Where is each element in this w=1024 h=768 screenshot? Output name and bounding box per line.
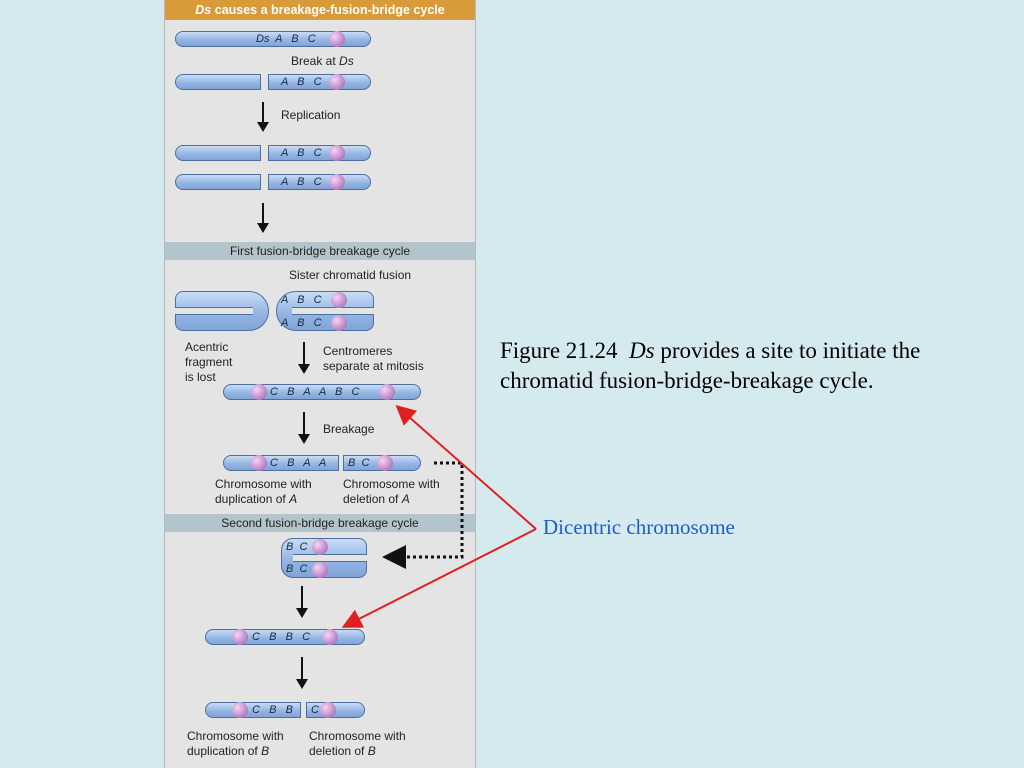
pointer-arrow-upper <box>395 405 537 530</box>
gene-labels: Ds A B C <box>256 33 316 45</box>
down-arrow <box>298 412 310 444</box>
centromere <box>322 629 338 645</box>
first-cycle-band: First fusion-bridge breakage cycle <box>165 242 475 260</box>
centromere <box>329 145 345 161</box>
chromatid-fragment-right: A B C <box>268 174 371 190</box>
centromere <box>312 562 328 578</box>
centromere <box>329 31 345 47</box>
gene-labels: C B A A B C <box>270 386 360 398</box>
down-arrow <box>296 586 308 618</box>
gene-labels: C B A A <box>270 457 327 469</box>
down-arrow <box>296 657 308 689</box>
centromere <box>312 539 328 555</box>
replication-label: Replication <box>281 108 341 122</box>
figure-caption: Figure 21.24 Ds provides a site to initi… <box>500 338 921 393</box>
sister-fusion-label: Sister chromatid fusion <box>289 268 412 282</box>
gene-labels: A B C <box>281 176 322 188</box>
centromere <box>331 292 347 308</box>
break-at-label: Break at Ds <box>291 54 354 68</box>
centromere <box>232 702 248 718</box>
pointer-arrow-lower <box>341 528 537 628</box>
dicentric-chromosome-1: C B A A B C <box>223 384 421 400</box>
gene-labels: A B C <box>281 76 322 88</box>
centromere <box>251 384 267 400</box>
gene-labels: C B B <box>252 704 293 716</box>
gene-labels: B C <box>348 457 370 469</box>
centromere <box>377 455 393 471</box>
chromatid-fragment-left <box>175 174 261 190</box>
centromere <box>232 629 248 645</box>
gene-labels: B C <box>286 563 308 575</box>
broken-fragment-right: A B C <box>268 74 371 90</box>
gene-labels: B C <box>286 541 308 553</box>
centromere <box>320 702 336 718</box>
centromere <box>329 74 345 90</box>
centromere <box>329 174 345 190</box>
second-cycle-band: Second fusion-bridge breakage cycle <box>165 514 475 532</box>
chromatid-fragment-right: A B C <box>268 145 371 161</box>
gene-labels: A B C <box>281 317 322 329</box>
broken-fragment-left <box>175 74 261 90</box>
centromere <box>379 384 395 400</box>
gene-labels: C B B C <box>252 631 311 643</box>
down-arrow <box>298 342 310 374</box>
chromosome-dup-b: C B B <box>205 702 301 718</box>
centromere <box>331 315 347 331</box>
down-arrow <box>257 203 269 233</box>
centromere <box>251 455 267 471</box>
chromosome-intact: Ds A B C <box>175 31 371 47</box>
down-arrow <box>257 102 269 132</box>
figure-panel: Ds causes a breakage-fusion-bridge cycle… <box>164 0 476 768</box>
fusion-gap <box>293 554 367 562</box>
chromatid-fragment-left <box>175 145 261 161</box>
gene-labels: A B C <box>281 294 322 306</box>
breakage-label: Breakage <box>323 422 375 436</box>
dicentric-chromosome-label: Dicentric chromosome <box>543 515 735 539</box>
fusion-gap <box>175 307 253 315</box>
figure-header: Ds causes a breakage-fusion-bridge cycle <box>165 0 475 20</box>
gene-labels: A B C <box>281 147 322 159</box>
dotted-connector-arrow <box>382 461 464 569</box>
gene-labels: C <box>311 704 319 716</box>
fusion-gap <box>292 307 374 315</box>
